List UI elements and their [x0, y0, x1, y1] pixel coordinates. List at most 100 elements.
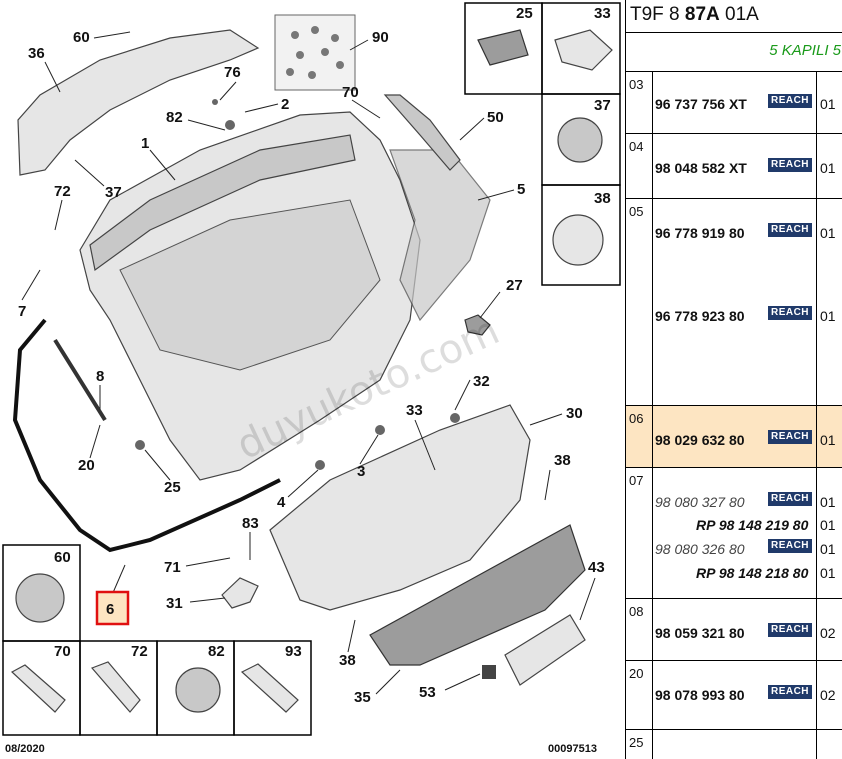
inset-bottom-left: 60 70 72 82 93	[2, 544, 312, 736]
part-quantity: 01	[820, 160, 836, 176]
fastener-dot	[375, 425, 385, 435]
clip-glyphs	[286, 26, 344, 79]
spoiler-part	[17, 29, 260, 176]
part-reference[interactable]: RP 98 148 219 80	[696, 517, 809, 533]
callout-53: 53	[419, 684, 436, 701]
inset-label-72: 72	[131, 643, 148, 660]
part-reference[interactable]: 98 029 632 80	[655, 432, 745, 448]
callout-8: 8	[96, 368, 104, 385]
inset-label-38: 38	[594, 190, 611, 207]
table-header: T9F 8 87A 01A	[626, 0, 842, 33]
reach-badge: REACH	[768, 306, 812, 320]
tailgate-seal	[12, 318, 281, 553]
callout-3: 3	[357, 463, 365, 480]
table-row[interactable]: 03 96 737 756 XT REACH 01	[626, 71, 842, 133]
table-row[interactable]: 25	[626, 729, 842, 759]
callout-35: 35	[354, 689, 371, 706]
part-reference[interactable]: 96 778 923 80	[655, 308, 745, 324]
reach-badge: REACH	[768, 539, 812, 553]
reach-badge: REACH	[768, 623, 812, 637]
row-position: 25	[629, 735, 644, 750]
callout-36: 36	[28, 45, 45, 62]
reach-badge: REACH	[768, 158, 812, 172]
callout-50: 50	[487, 109, 504, 126]
callout-70: 70	[342, 84, 359, 101]
header-code: T9F 8 87A 01A	[630, 4, 759, 25]
part-quantity: 01	[820, 308, 836, 324]
inset-top-right: 25 33 37 38	[464, 2, 621, 286]
callout-30: 30	[566, 405, 583, 422]
inset-label-93: 93	[285, 643, 302, 660]
clip-dot	[225, 120, 235, 130]
part-quantity: 01	[820, 225, 836, 241]
row-position: 20	[629, 666, 644, 681]
row-position: 07	[629, 473, 644, 488]
part-reference[interactable]: 98 080 326 80	[655, 541, 745, 557]
callout-71: 71	[164, 559, 181, 576]
callout-5: 5	[517, 181, 525, 198]
parts-diagram: 1 2 3 4 5 7 8 20 25 27 30 31 32 33 35 36…	[2, 2, 621, 755]
callout-38-lower: 38	[339, 652, 356, 669]
table-row[interactable]: 05 96 778 919 80 REACH 01 96 778 923 80 REACH…	[626, 198, 842, 405]
part-quantity: 01	[820, 96, 836, 112]
part-reference[interactable]: 96 778 919 80	[655, 225, 745, 241]
callout-76: 76	[224, 64, 241, 81]
inset-label-70: 70	[54, 643, 71, 660]
part-reference[interactable]: 98 078 993 80	[655, 687, 745, 703]
part-reference[interactable]: 96 737 756 XT	[655, 96, 747, 112]
fastener-dot	[135, 440, 145, 450]
callout-32: 32	[473, 373, 490, 390]
callout-labels: 1 2 3 4 5 7 8 20 25 27 30 31 32 33 35 36…	[18, 29, 605, 706]
reach-badge: REACH	[768, 492, 812, 506]
callout-6-highlight[interactable]	[95, 590, 130, 626]
lower-plate	[504, 614, 586, 686]
callout-60: 60	[73, 29, 90, 46]
parts-table: T9F 8 87A 01A 5 KAPILI 5 03 96 737 756 XT…	[625, 0, 842, 759]
lower-trim-panel	[369, 524, 586, 666]
key-part	[464, 314, 491, 336]
part-reference[interactable]: 98 048 582 XT	[655, 160, 747, 176]
row-position: 05	[629, 204, 644, 219]
row-position: 06	[629, 411, 644, 426]
tailgate-upper-rail	[89, 134, 356, 272]
callout-38: 38	[554, 452, 571, 469]
part-reference[interactable]: 98 080 327 80	[655, 494, 745, 510]
callout-6: 6	[106, 601, 114, 618]
callout-27: 27	[506, 277, 523, 294]
inset-label-25: 25	[516, 5, 533, 22]
inset-label-33: 33	[594, 5, 611, 22]
reach-badge: REACH	[768, 94, 812, 108]
part-quantity: 01	[820, 517, 836, 533]
leader-lines	[21, 31, 596, 695]
callout-82: 82	[166, 109, 183, 126]
reach-badge: REACH	[768, 430, 812, 444]
part-quantity: 02	[820, 625, 836, 641]
part-quantity: 01	[820, 565, 836, 581]
reach-badge: REACH	[768, 223, 812, 237]
callout-2: 2	[281, 96, 289, 113]
inset-label-82: 82	[208, 643, 225, 660]
callout-37: 37	[105, 184, 122, 201]
variant-label: 5 KAPILI 5	[769, 42, 841, 59]
callout-31: 31	[166, 595, 183, 612]
inset-label-37: 37	[594, 97, 611, 114]
part-reference[interactable]: RP 98 148 218 80	[696, 565, 809, 581]
callout-90: 90	[372, 29, 389, 46]
rear-glass	[119, 199, 381, 371]
callout-4: 4	[277, 494, 286, 511]
footer-date: 08/2020	[5, 743, 45, 755]
row-position: 03	[629, 77, 644, 92]
interior-trim-panel	[269, 404, 531, 611]
callout-83: 83	[242, 515, 259, 532]
table-row[interactable]: 07 98 080 327 80 REACH 01 RP 98 148 219 80 01…	[626, 467, 842, 598]
gas-strut	[53, 338, 107, 422]
fastener-dot	[315, 460, 325, 470]
callout-72: 72	[54, 183, 71, 200]
part-reference[interactable]: 98 059 321 80	[655, 625, 745, 641]
callout-43: 43	[588, 559, 605, 576]
callout-20: 20	[78, 457, 95, 474]
